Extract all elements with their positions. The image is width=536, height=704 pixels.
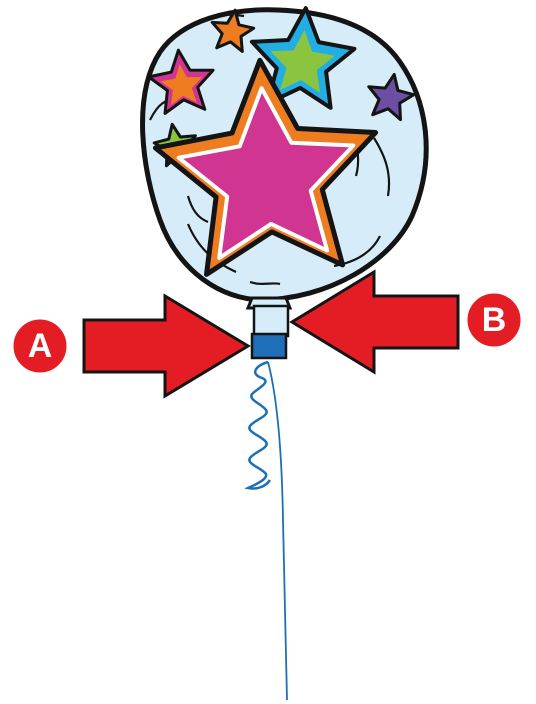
star-orange-small	[210, 8, 256, 53]
star-green-inner	[270, 30, 335, 93]
arrow-a: A	[10, 293, 251, 399]
label-a: A	[28, 327, 53, 365]
label-b: B	[482, 301, 507, 339]
star-purple	[367, 72, 416, 122]
balloon-stars	[147, 6, 416, 277]
balloon-swirl	[209, 13, 245, 20]
right-pointing-arrow-icon	[82, 293, 251, 399]
balloon-swirl	[373, 137, 391, 197]
star-orange-inner	[160, 64, 203, 106]
balloon-swirl	[249, 280, 281, 286]
label-badge-a	[10, 316, 70, 376]
balloon-string	[244, 360, 288, 701]
label-badge-b	[464, 290, 524, 350]
balloon-clip	[250, 332, 288, 360]
neck-band	[252, 304, 290, 338]
string-coil	[244, 360, 272, 490]
left-pointing-arrow-icon	[289, 269, 460, 375]
string-line	[267, 361, 288, 701]
balloon-swirl	[186, 195, 209, 224]
arrow-b: B	[289, 269, 524, 375]
balloon	[140, 6, 429, 303]
balloon-neck	[245, 296, 293, 360]
star-big-divider	[176, 86, 356, 260]
